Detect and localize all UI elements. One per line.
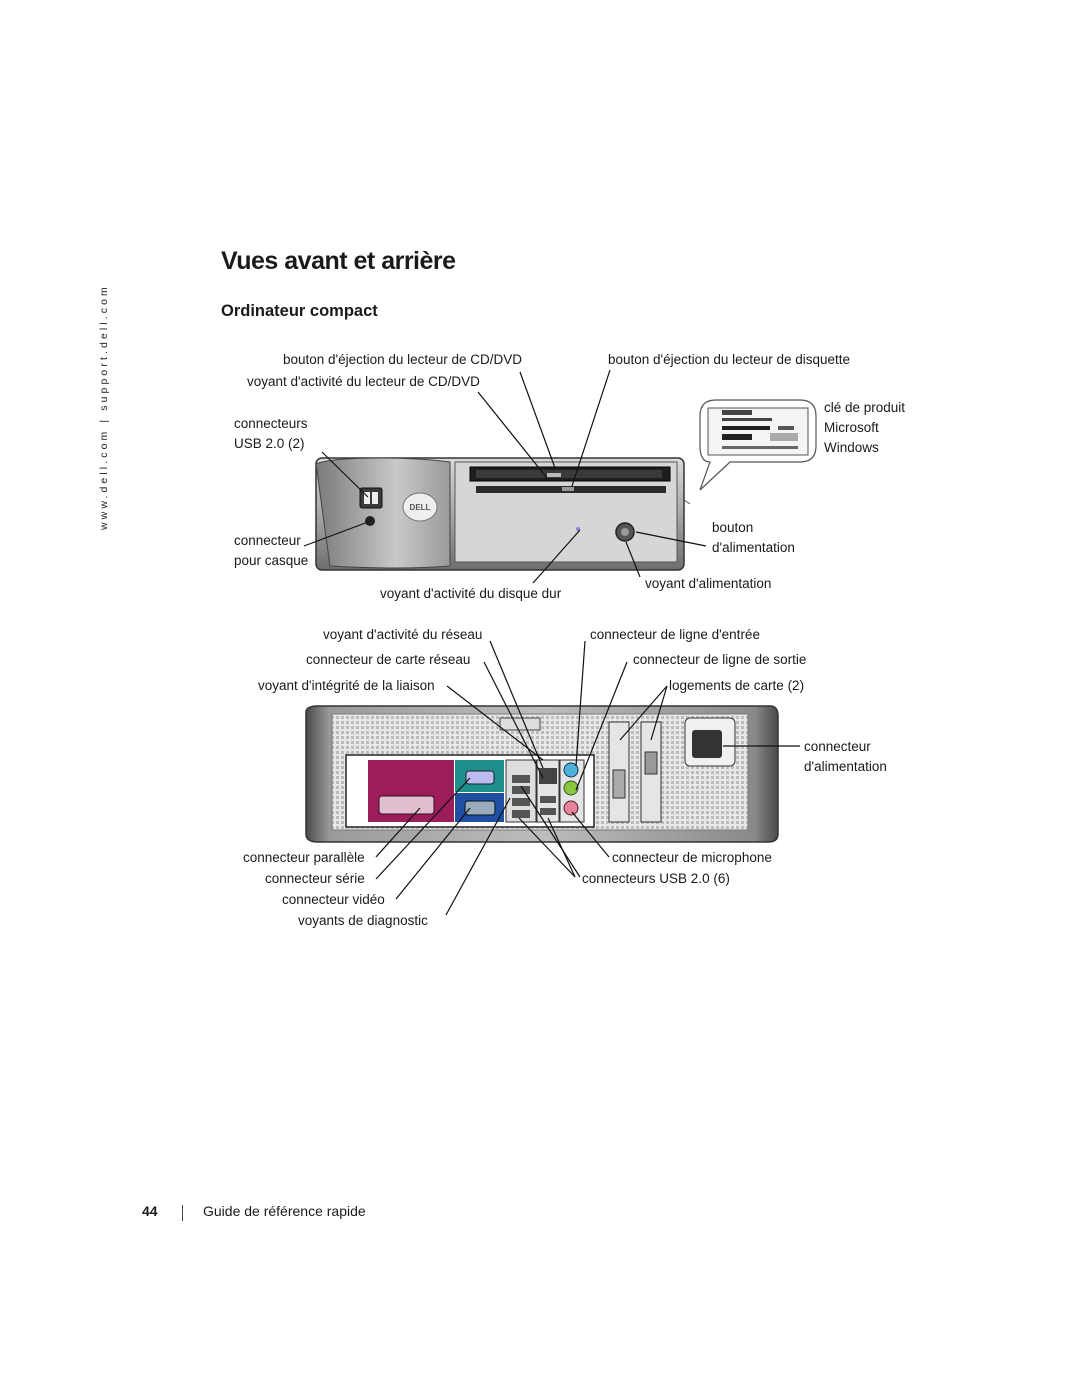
label-microphone: connecteur de microphone bbox=[612, 850, 772, 865]
leader-lines bbox=[303, 369, 800, 916]
section-subtitle: Ordinateur compact bbox=[221, 302, 378, 320]
label-product-key-3: Windows bbox=[824, 440, 879, 455]
label-product-key-1: clé de produit bbox=[824, 400, 906, 415]
label-hdd-activity: voyant d'activité du disque dur bbox=[380, 586, 562, 601]
label-link-integrity: voyant d'intégrité de la liaison bbox=[258, 678, 435, 693]
label-network-activity: voyant d'activité du réseau bbox=[323, 627, 483, 642]
label-usb-front-2: USB 2.0 (2) bbox=[234, 436, 305, 451]
label-floppy-eject: bouton d'éjection du lecteur de disquett… bbox=[608, 352, 851, 367]
label-power-connector-1: connecteur bbox=[804, 739, 871, 754]
label-cd-activity: voyant d'activité du lecteur de CD/DVD bbox=[247, 374, 480, 389]
label-usb-front-1: connecteurs bbox=[234, 416, 308, 431]
label-line-out: connecteur de ligne de sortie bbox=[633, 652, 807, 667]
front-view: DELL bbox=[315, 457, 691, 571]
label-card-slots: logements de carte (2) bbox=[669, 678, 805, 693]
label-power-button-1: bouton bbox=[712, 520, 754, 535]
label-product-key-2: Microsoft bbox=[824, 420, 879, 435]
back-view bbox=[305, 705, 779, 843]
label-video: connecteur vidéo bbox=[282, 892, 385, 907]
page-title: Vues avant et arrière bbox=[221, 247, 456, 275]
label-network-adapter: connecteur de carte réseau bbox=[306, 652, 471, 667]
footer-divider bbox=[182, 1205, 183, 1221]
label-diagnostic: voyants de diagnostic bbox=[298, 913, 428, 928]
label-power-connector-2: d'alimentation bbox=[804, 759, 887, 774]
label-headphone-2: pour casque bbox=[234, 553, 309, 568]
label-line-in: connecteur de ligne d'entrée bbox=[590, 627, 760, 642]
label-headphone-1: connecteur bbox=[234, 533, 301, 548]
label-parallel: connecteur parallèle bbox=[243, 850, 365, 865]
page-number: 44 bbox=[142, 1203, 158, 1219]
label-power-button-2: d'alimentation bbox=[712, 540, 795, 555]
footer-guide-title: Guide de référence rapide bbox=[203, 1203, 366, 1219]
label-usb-back: connecteurs USB 2.0 (6) bbox=[582, 871, 730, 886]
label-power-light: voyant d'alimentation bbox=[645, 576, 772, 591]
label-cd-eject: bouton d'éjection du lecteur de CD/DVD bbox=[283, 352, 522, 367]
product-key-sticker bbox=[699, 399, 817, 491]
dell-logo: DELL bbox=[410, 503, 431, 512]
label-serial: connecteur série bbox=[265, 871, 365, 886]
